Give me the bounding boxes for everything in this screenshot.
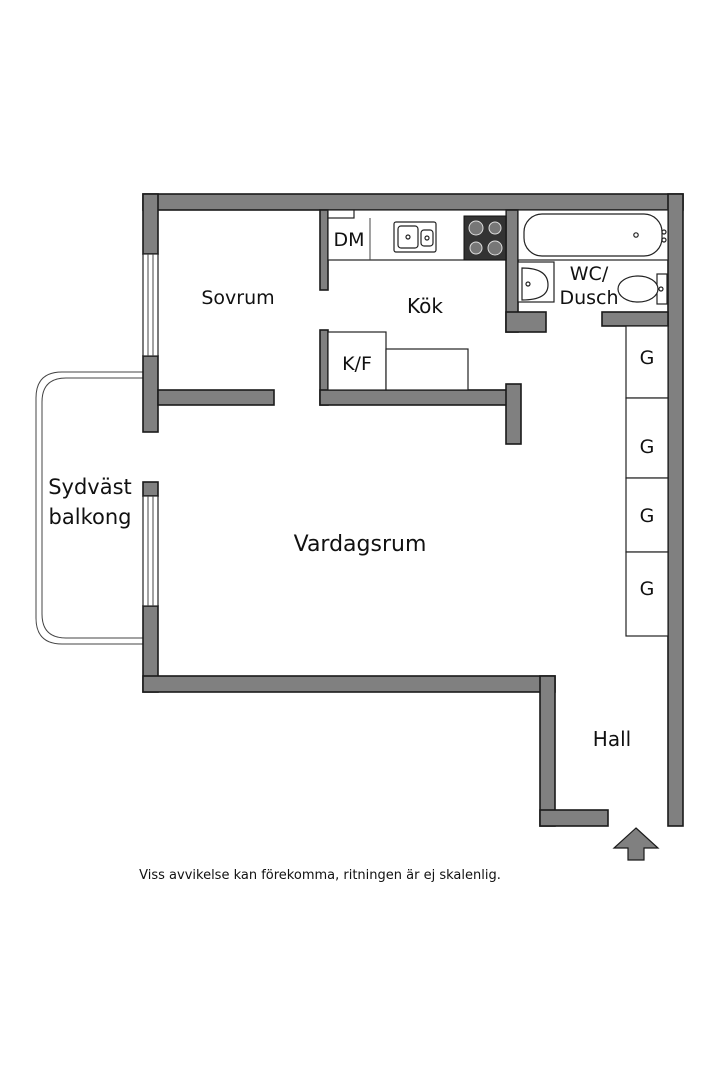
interior-walls (157, 209, 669, 445)
room-label-balkong-line2: balkong (49, 505, 132, 529)
toilet-icon (617, 273, 668, 305)
room-label-sovrum: Sovrum (201, 287, 274, 309)
wardrobe-label: G (640, 347, 655, 369)
room-label-wc-line1: WC/ (570, 263, 609, 285)
balcony (35, 371, 143, 645)
entrance-arrow-icon (612, 827, 660, 861)
room-label-balkong-line1: Sydväst (48, 475, 132, 499)
wardrobe-label: G (640, 578, 655, 600)
bathtub-icon (517, 209, 669, 261)
window-vardagsrum (142, 495, 159, 607)
room-label-wc-line2: Dusch (559, 287, 618, 309)
outer-walls (142, 193, 684, 827)
sink-icon (393, 221, 437, 253)
wardrobe-label: G (640, 505, 655, 527)
wardrobe-label: G (640, 436, 655, 458)
appliance-label-fridge-freezer: K/F (342, 353, 372, 375)
window-sovrum (142, 253, 159, 357)
room-label-vardagsrum: Vardagsrum (294, 532, 427, 557)
wardrobes (625, 325, 669, 637)
stove-icon (463, 215, 507, 261)
room-label-hall: Hall (593, 727, 631, 751)
appliance-label-dishwasher: DM (333, 229, 364, 251)
room-label-kok: Kök (407, 294, 443, 318)
disclaimer-text: Viss avvikelse kan förekomma, ritningen … (139, 868, 501, 883)
fridge-freezer-unit (327, 331, 469, 391)
washbasin-icon (517, 261, 555, 303)
